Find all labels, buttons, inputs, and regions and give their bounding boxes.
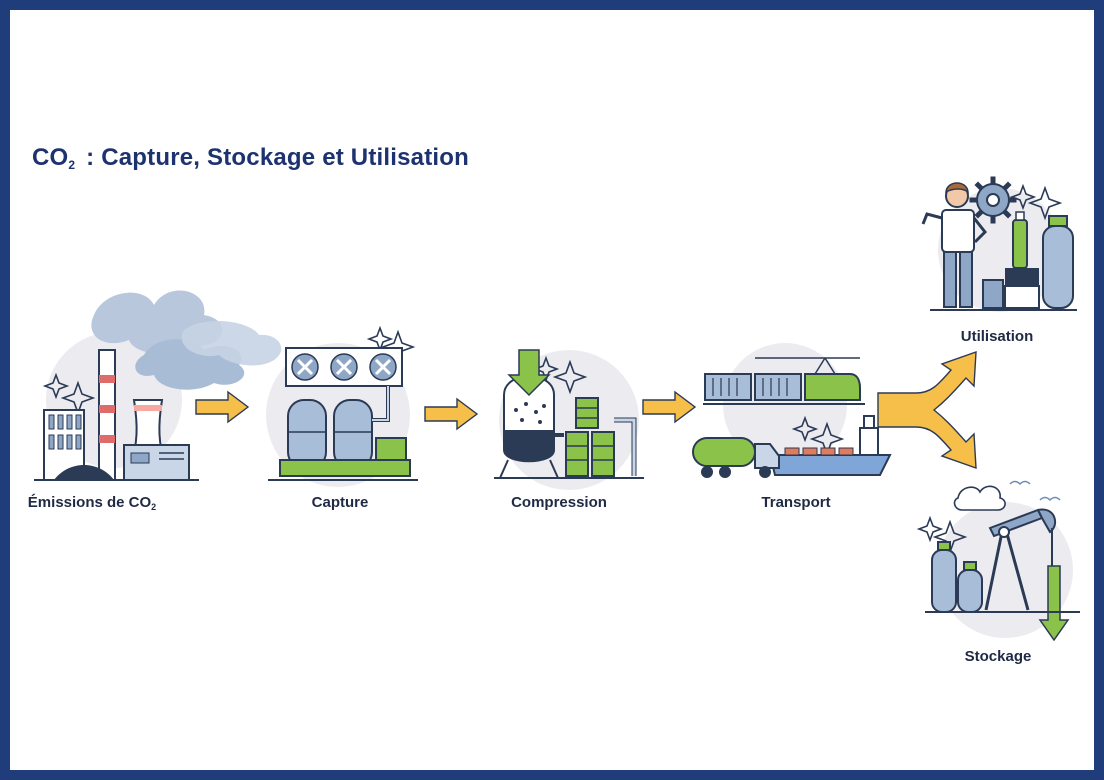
flow-arrow [423,397,481,431]
stockage-illustration [910,470,1090,645]
gas-cylinder-icon [957,569,983,613]
flow-arrow [194,390,252,424]
person-icon [921,182,988,308]
sparkle-icon [1009,183,1037,211]
stage-label-emissions: Émissions de CO2 [27,494,157,512]
bird-icon [1039,496,1061,502]
train-icon [704,373,861,401]
page-title: CO2 : Capture, Stockage et Utilisation [32,144,469,172]
stage-label-capture: Capture [311,494,369,511]
cloud-icon [953,485,1006,511]
title-text: : Capture, Stockage et Utilisation [79,144,470,171]
sparkle-icon [916,515,944,543]
compression-illustration [494,340,649,490]
ship-icon [768,454,892,476]
transport-illustration [675,340,895,480]
sparkle-icon [42,372,70,400]
flow-arrow [641,390,699,424]
chimney-icon [98,349,116,481]
stage-label-transport: Transport [761,494,831,511]
sparkle-icon [366,325,394,353]
tank-icon [287,399,327,469]
gas-cylinder-icon [931,549,957,613]
title-subscript: 2 [68,158,76,172]
bottle-icon [1012,219,1028,269]
sparkle-icon [552,359,588,395]
down-arrow-icon [1038,565,1070,642]
tanker-truck-icon [692,437,756,467]
sparkle-icon [791,415,819,443]
down-arrow-icon [507,349,551,397]
barrel-icon [565,397,615,477]
stage-label-compression: Compression [511,494,607,511]
diagram-frame: CO2 : Capture, Stockage et Utilisation [10,10,1094,770]
emissions-illustration [34,275,284,490]
title-co: CO [32,144,69,171]
gas-cylinder-icon [1042,225,1074,309]
gear-icon [969,176,1017,224]
split-arrow [876,350,996,470]
utilisation-illustration [905,170,1080,320]
tank-icon [333,399,373,469]
stage-label-stockage: Stockage [964,648,1032,665]
stage-label-utilisation: Utilisation [960,328,1034,345]
coal-pile-icon [54,465,114,480]
bird-icon [1009,480,1031,486]
sparkle-icon [1027,185,1063,221]
capture-illustration [258,320,428,490]
